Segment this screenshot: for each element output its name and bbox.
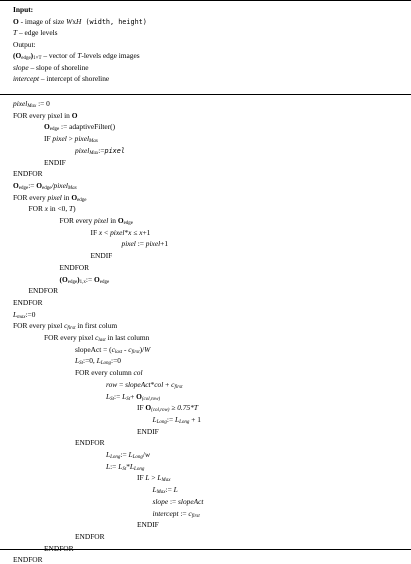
- code-line: ENDFOR: [13, 555, 43, 564]
- code-line: ENDIF: [44, 157, 66, 167]
- algorithm-header: Input: O - image of size WxH (width, heig…: [0, 1, 411, 94]
- code-line: ENDFOR: [44, 543, 74, 553]
- code-line: IF x < pixel*x ≤ x+1: [90, 227, 151, 237]
- code-line: Lmax:=0: [13, 309, 36, 320]
- code-line: FOR every pixel cfirst in first colum: [13, 321, 118, 332]
- code-line: IF O(col,row) ≥ 0.75*T: [137, 403, 198, 414]
- code-line: FOR every pixel in Oedge: [13, 192, 87, 203]
- header-divider: [0, 94, 411, 95]
- code-line: slope := slopeAct: [152, 496, 204, 506]
- code-line: FOR every pixel in Oedge: [59, 216, 134, 226]
- code-line: LLong:= LLong/w: [106, 450, 150, 460]
- code-line: FOR x in <0, T): [28, 204, 76, 214]
- code-line: ENDFOR: [13, 297, 43, 307]
- code-line: intercept := cfirst: [152, 508, 200, 519]
- code-line: FOR every pixel clast in last column: [44, 333, 150, 343]
- header-line: Output:: [13, 39, 36, 49]
- header-line: (Oedge)1×T – vector of T-levels edge ima…: [13, 51, 140, 61]
- code-line: LLong:= LLong + 1: [152, 414, 201, 425]
- code-line: pixelMax:=pixel: [75, 145, 125, 156]
- code-line: L:= LSt*LLong: [106, 461, 145, 472]
- code-line: LSt:=0, LLong:=0: [75, 356, 121, 367]
- code-line: Oedge:= Oedge/pixelMax: [13, 180, 77, 191]
- header-line: O - image of size WxH (width, height): [13, 16, 147, 26]
- code-line: FOR every pixel in O: [13, 110, 78, 120]
- code-line: IF pixel > pixelMax: [44, 134, 98, 145]
- code-line: ENDFOR: [75, 531, 105, 541]
- code-line: (Oedge)1,x:= Oedge: [59, 274, 110, 285]
- code-line: pixelMax := 0: [13, 99, 50, 109]
- code-line: ENDFOR: [13, 169, 43, 179]
- code-line: ENDIF: [137, 520, 159, 530]
- header-line: slope – slope of shoreline: [13, 62, 89, 72]
- input-heading: Input:: [13, 5, 34, 14]
- code-line: slopeAct = (clast - cfirst)/W: [75, 344, 151, 355]
- code-line: FOR every column col: [75, 368, 143, 378]
- code-line: ENDFOR: [75, 438, 105, 448]
- code-line: pixel := pixel+1: [121, 239, 169, 249]
- code-line: ENDIF: [90, 251, 113, 261]
- code-line: ENDFOR: [59, 262, 90, 272]
- code-line: ENDFOR: [28, 286, 59, 296]
- code-line: IF L > LMax: [137, 473, 171, 484]
- header-line: T – edge levels: [13, 28, 58, 37]
- code-line: ENDIF: [137, 426, 159, 436]
- code-line: LMax:= L: [152, 485, 178, 496]
- code-line: Oedge := adaptiveFilter(): [44, 122, 116, 133]
- code-line: LSt:= LSt+ O(col,row): [106, 391, 161, 402]
- code-line: row = slopeAct*col + cfirst: [106, 379, 183, 390]
- header-line: intercept – intercept of shoreline: [13, 74, 110, 83]
